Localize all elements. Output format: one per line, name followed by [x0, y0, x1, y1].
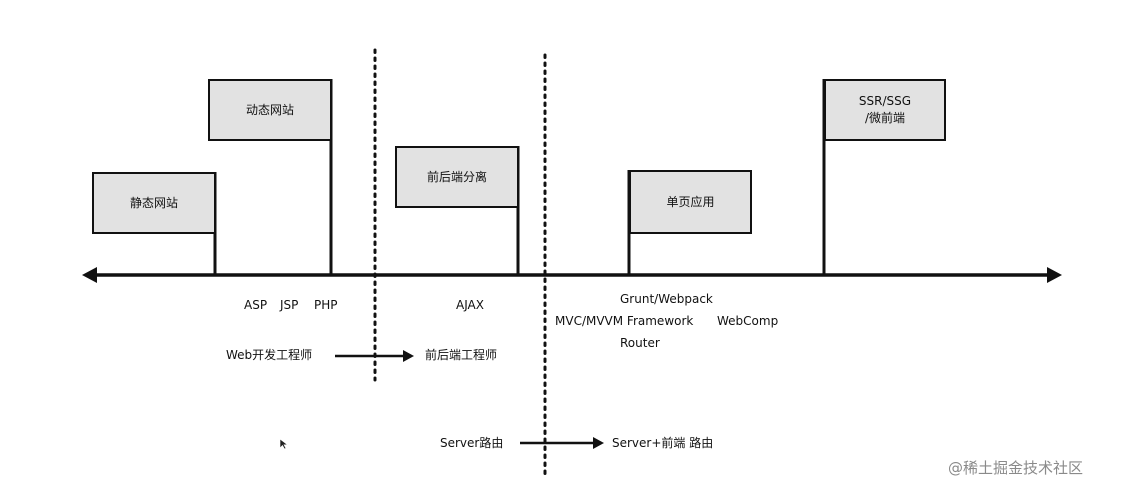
flag-single-page-app: 单页应用 [629, 170, 752, 234]
arrow-right-icon [403, 350, 414, 362]
flag-ssr-ssg-microfrontend: SSR/SSG /微前端 [824, 79, 946, 141]
role-from-label: Web开发工程师 [226, 348, 313, 362]
flag-static-website: 静态网站 [92, 172, 216, 234]
tech-label-php: PHP [314, 298, 338, 312]
flag-frontend-backend-separation: 前后端分离 [395, 146, 519, 208]
arrow-right-icon [1047, 267, 1062, 283]
role-to-label: 前后端工程师 [425, 348, 498, 362]
tech-label-jsp: JSP [280, 298, 299, 312]
tech-label-grunt-webpack: Grunt/Webpack [620, 292, 713, 306]
arrow-left-icon [82, 267, 97, 283]
tech-label-router: Router [620, 336, 660, 350]
tech-label-mvc-mvvm: MVC/MVVM Framework [555, 314, 694, 328]
tech-label-asp: ASP [244, 298, 268, 312]
flag-dynamic-website: 动态网站 [208, 79, 332, 141]
tech-label-webcomp: WebComp [717, 314, 779, 328]
tech-label-ajax: AJAX [456, 298, 484, 312]
cursor-icon [279, 438, 289, 450]
watermark: @稀土掘金技术社区 [948, 459, 1084, 477]
routing-to-label: Server+前端 路由 [612, 436, 714, 450]
routing-from-label: Server路由 [440, 436, 504, 450]
arrow-right-icon [593, 437, 604, 449]
